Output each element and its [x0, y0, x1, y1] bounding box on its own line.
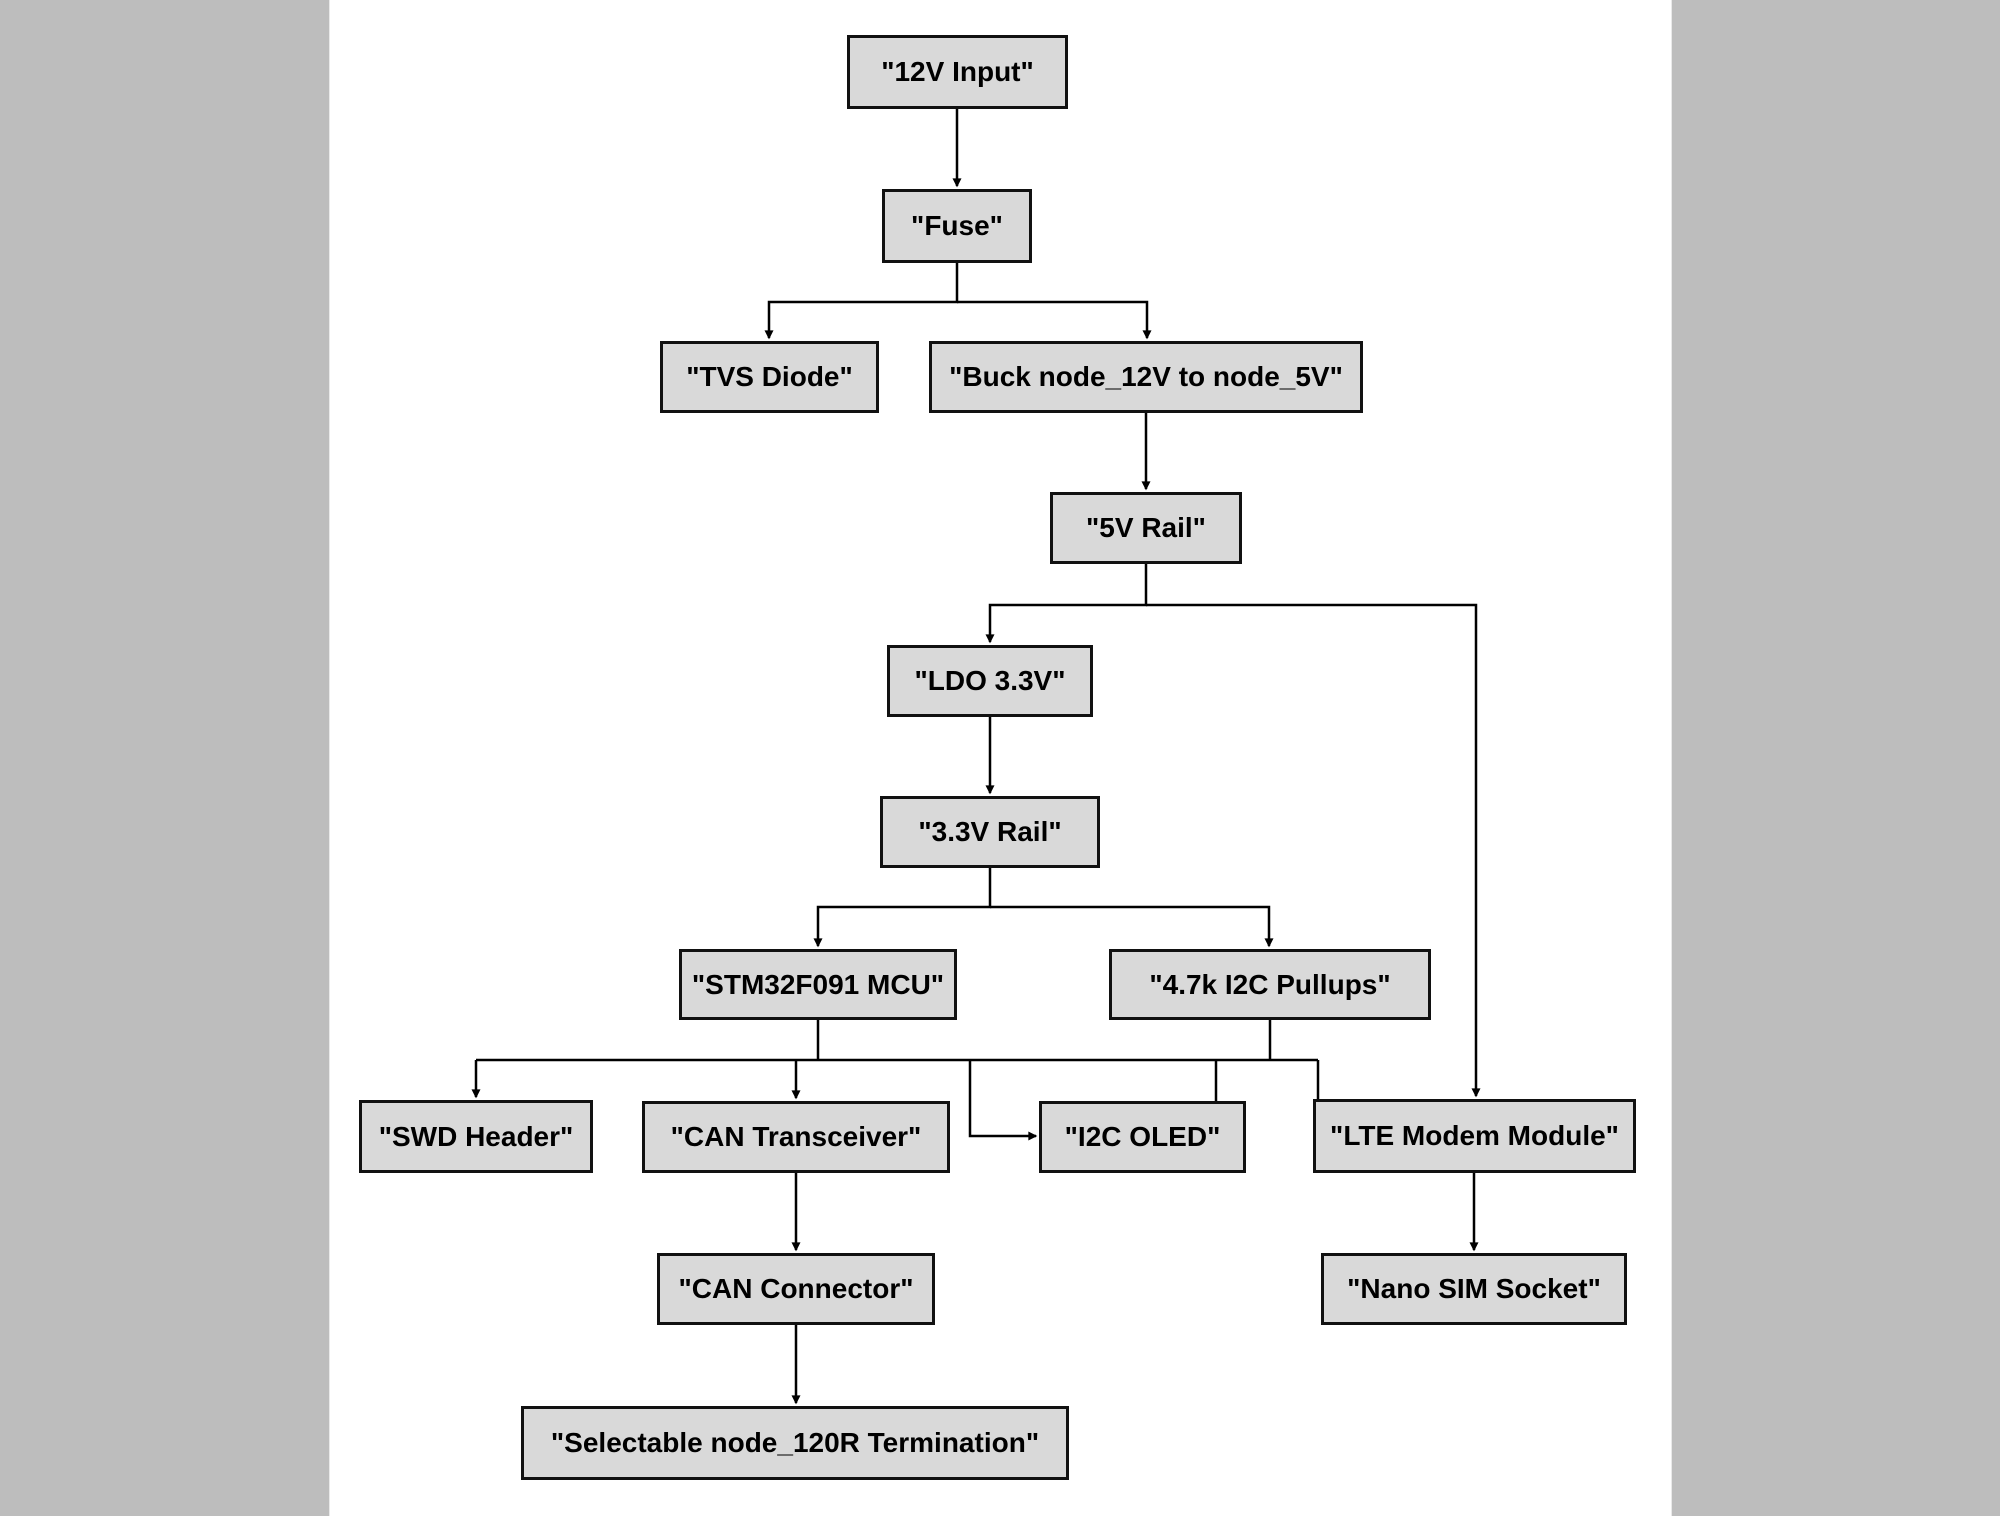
edge-5v-lte: [1146, 603, 1481, 1098]
node-i2c-oled: "I2C OLED": [1039, 1101, 1246, 1173]
node-ldo-3v3: "LDO 3.3V": [887, 645, 1093, 717]
node-tvs-diode: "TVS Diode": [660, 341, 879, 413]
node-5v-rail: "5V Rail": [1050, 492, 1242, 564]
right-gutter: [1671, 0, 2000, 1516]
node-i2c-pullups: "4.7k I2C Pullups": [1109, 949, 1431, 1020]
node-120r-termination: "Selectable node_120R Termination": [521, 1406, 1069, 1480]
node-nano-sim-socket: "Nano SIM Socket": [1321, 1253, 1627, 1325]
edge-33v-mcu: [813, 868, 992, 948]
edge-fuse-buck: [957, 300, 1152, 340]
node-lte-modem: "LTE Modem Module": [1313, 1099, 1636, 1173]
edge-mcu-oled: [968, 1060, 1038, 1141]
edge-fuse-tvs: [764, 263, 959, 340]
node-buck-converter: "Buck node_12V to node_5V": [929, 341, 1363, 413]
node-can-connector: "CAN Connector": [657, 1253, 935, 1325]
node-can-transceiver: "CAN Transceiver": [642, 1101, 950, 1173]
edge-5v-ldo: [985, 564, 1148, 644]
left-gutter: [0, 0, 330, 1516]
edge-33v-pullups: [990, 905, 1274, 948]
node-fuse: "Fuse": [882, 189, 1032, 263]
node-3v3-rail: "3.3V Rail": [880, 796, 1100, 868]
node-12v-input: "12V Input": [847, 35, 1068, 109]
node-stm32-mcu: "STM32F091 MCU": [679, 949, 957, 1020]
node-swd-header: "SWD Header": [359, 1100, 593, 1173]
